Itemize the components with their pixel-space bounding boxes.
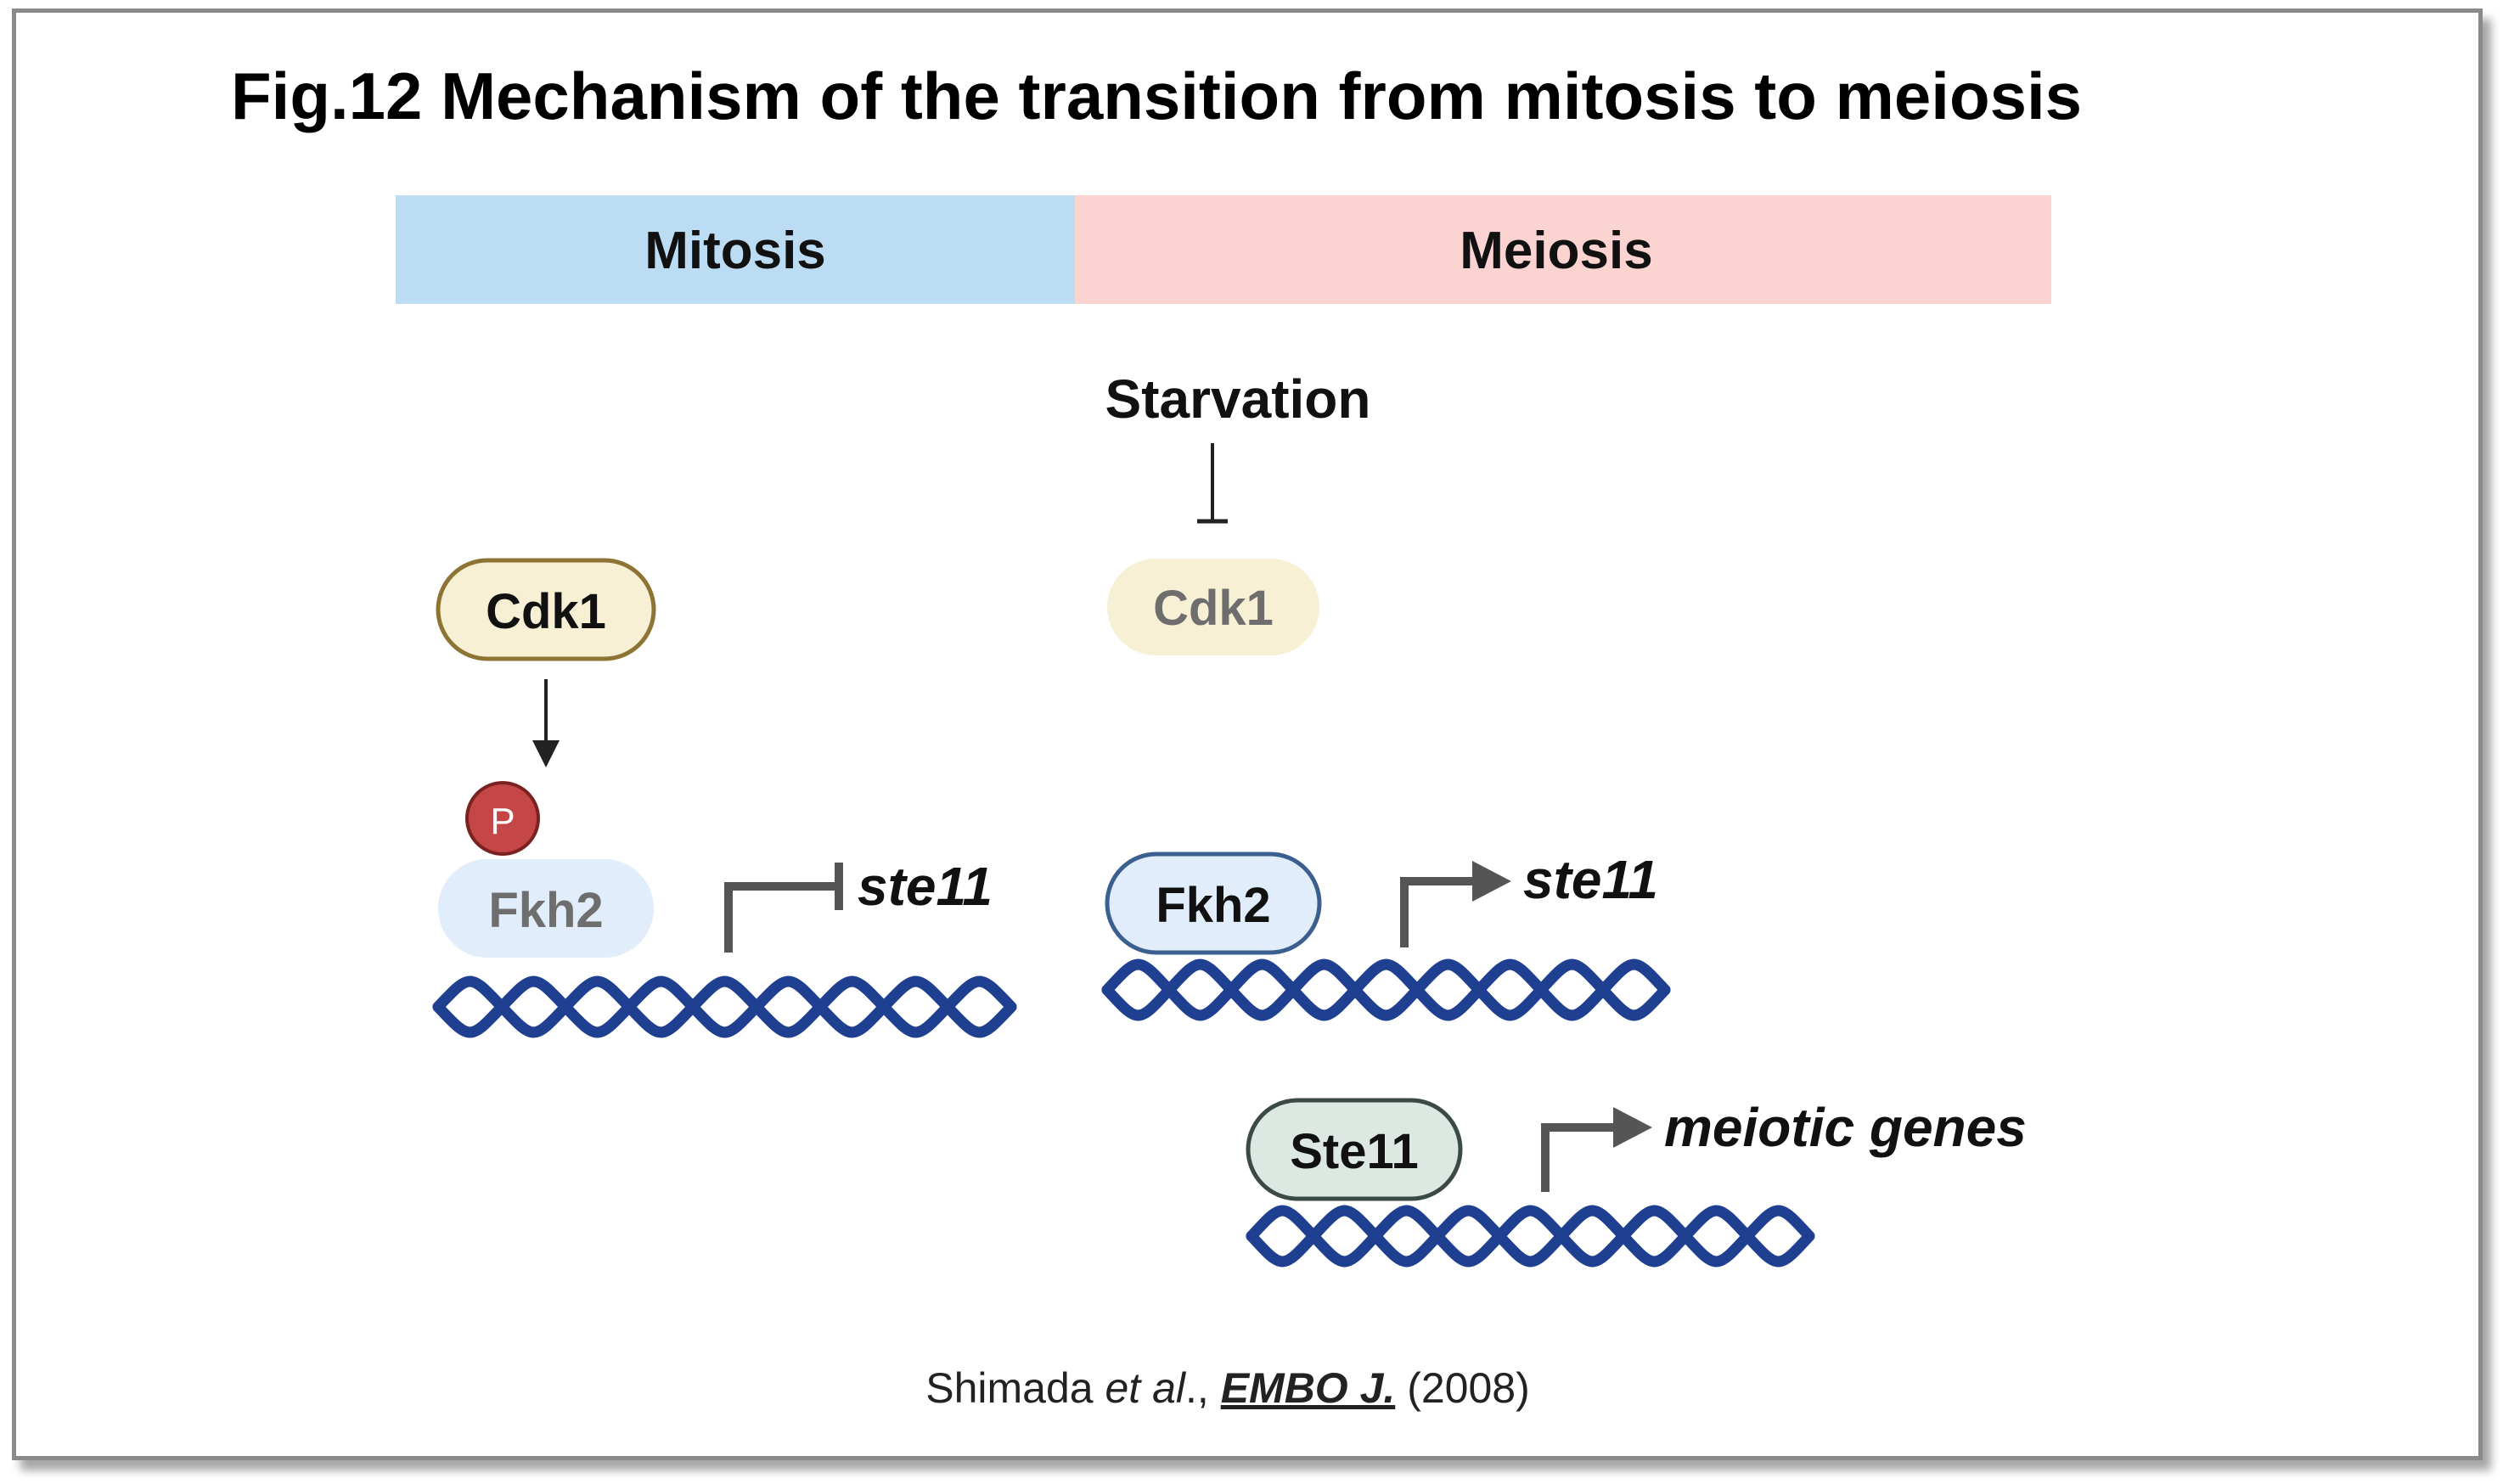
starvation-label: Starvation (1105, 368, 1371, 430)
phospho-icon (465, 781, 540, 856)
dna-helix-mitosis (432, 975, 1017, 1038)
mitosis-band (396, 195, 1075, 304)
citation-sep: ., (1185, 1364, 1221, 1412)
ste11-meiosis-gene: ste11 (1523, 849, 1658, 910)
ste11-repressed-promoter (724, 882, 839, 953)
citation-year: (2008) (1395, 1364, 1529, 1412)
ste11-activation-arrowhead (1472, 861, 1511, 902)
fkh2-mitosis-capsule (438, 859, 654, 958)
dna-helix-meiosis (1101, 958, 1671, 1021)
meiosis-band (1075, 195, 2051, 304)
dna-helix-meiotic-genes (1246, 1205, 1815, 1268)
meiosis-label: Meiosis (1460, 222, 1652, 280)
figure-title: Fig.12 Mechanism of the transition from … (231, 59, 2082, 133)
fkh2-mitosis-label: Fkh2 (488, 883, 603, 938)
citation-etal: et al (1105, 1364, 1187, 1412)
cdk1-meiosis-label: Cdk1 (1153, 581, 1274, 636)
phospho-label: P (490, 801, 515, 842)
fkh2-meiosis-capsule (1105, 852, 1322, 955)
cdk1-mitosis-label: Cdk1 (486, 584, 606, 639)
meiotic-genes-promoter (1541, 1123, 1617, 1192)
fkh2-meiosis-label: Fkh2 (1156, 878, 1270, 933)
meiotic-genes-label: meiotic genes (1664, 1097, 2027, 1158)
cdk1-meiosis-capsule (1107, 559, 1319, 655)
citation: Shimada et al., EMBO J. (2008) (925, 1364, 1529, 1412)
cdk1-mitosis-capsule (436, 558, 656, 661)
ste11-protein-label: Ste11 (1290, 1124, 1419, 1179)
citation-journal: EMBO J. (1221, 1364, 1396, 1412)
citation-author: Shimada (925, 1364, 1105, 1412)
ste11-mitosis-gene: ste11 (858, 856, 993, 917)
ste11-protein-capsule (1246, 1098, 1463, 1201)
meiotic-genes-arrowhead (1613, 1107, 1652, 1148)
ste11-active-promoter (1400, 877, 1476, 947)
mitosis-label: Mitosis (644, 222, 826, 280)
